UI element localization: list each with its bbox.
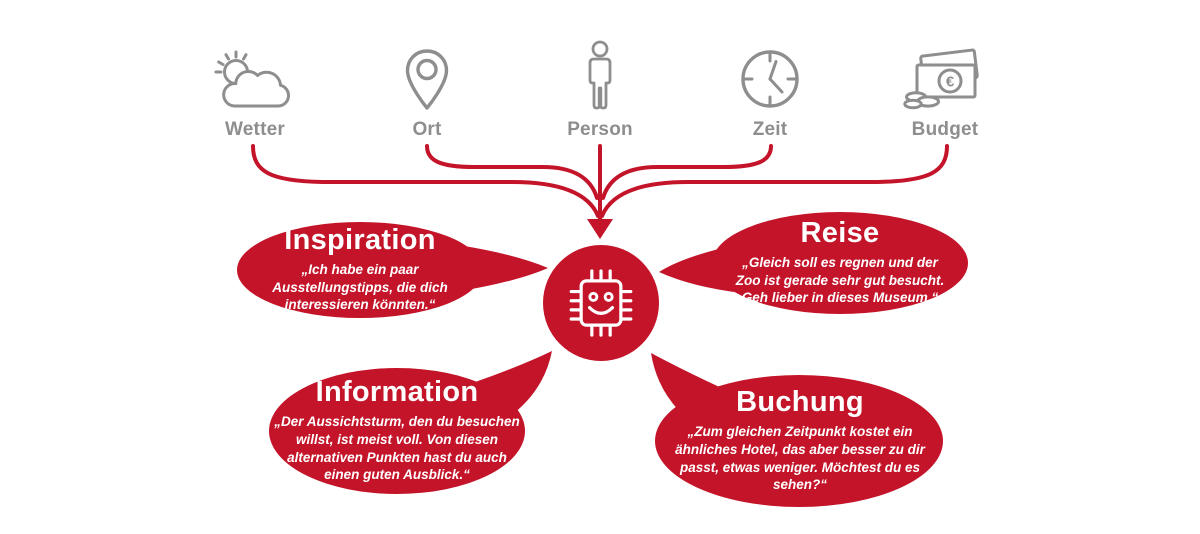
input-label-zeit: Zeit	[752, 119, 788, 140]
input-ort: Ort	[362, 38, 492, 141]
input-budget: € Budget	[880, 38, 1010, 141]
input-label-person: Person	[567, 119, 633, 140]
bubble-buchung-text: „Zum gleichen Zeitpunkt kostet ein ähnli…	[675, 423, 925, 493]
arrowhead	[587, 219, 613, 239]
input-wetter: Wetter	[190, 38, 320, 141]
bubble-inspiration-text: „Ich habe ein paar Ausstellungstipps, di…	[272, 261, 448, 313]
input-zeit: Zeit	[705, 38, 835, 141]
clock-icon	[737, 38, 803, 112]
bubble-reise-title: Reise	[800, 216, 880, 249]
bubble-reise-text: „Gleich soll es regnen und der Zoo ist g…	[735, 254, 945, 306]
chip-smiley-icon	[569, 269, 633, 337]
arrow-from-zeit	[601, 144, 773, 200]
arrow-from-ort	[425, 144, 599, 200]
banknote-coins-icon: €	[902, 38, 988, 112]
bubble-information-title: Information	[315, 375, 479, 408]
arrow-from-wetter	[251, 144, 600, 218]
bubble-buchung: Buchung „Zum gleichen Zeitpunkt kostet e…	[657, 376, 943, 506]
bubble-information: Information „Der Aussichtsturm, den du b…	[268, 368, 526, 494]
svg-text:€: €	[946, 74, 955, 91]
person-icon	[580, 38, 620, 112]
bubble-inspiration-title: Inspiration	[284, 223, 436, 256]
input-label-ort: Ort	[412, 119, 442, 140]
bubble-inspiration: Inspiration „Ich habe ein paar Ausstellu…	[240, 224, 480, 316]
input-label-budget: Budget	[911, 119, 979, 140]
input-person: Person	[535, 38, 665, 141]
sun-cloud-icon	[208, 38, 302, 112]
input-label-wetter: Wetter	[225, 119, 285, 140]
bubble-reise: Reise „Gleich soll es regnen und der Zoo…	[712, 212, 968, 314]
chatbot-avatar	[543, 245, 659, 361]
bubble-information-text: „Der Aussichtsturm, den du besuchen will…	[274, 413, 520, 483]
bubble-buchung-title: Buchung	[736, 385, 864, 418]
location-pin-icon	[403, 38, 451, 112]
arrow-from-budget	[600, 144, 949, 218]
